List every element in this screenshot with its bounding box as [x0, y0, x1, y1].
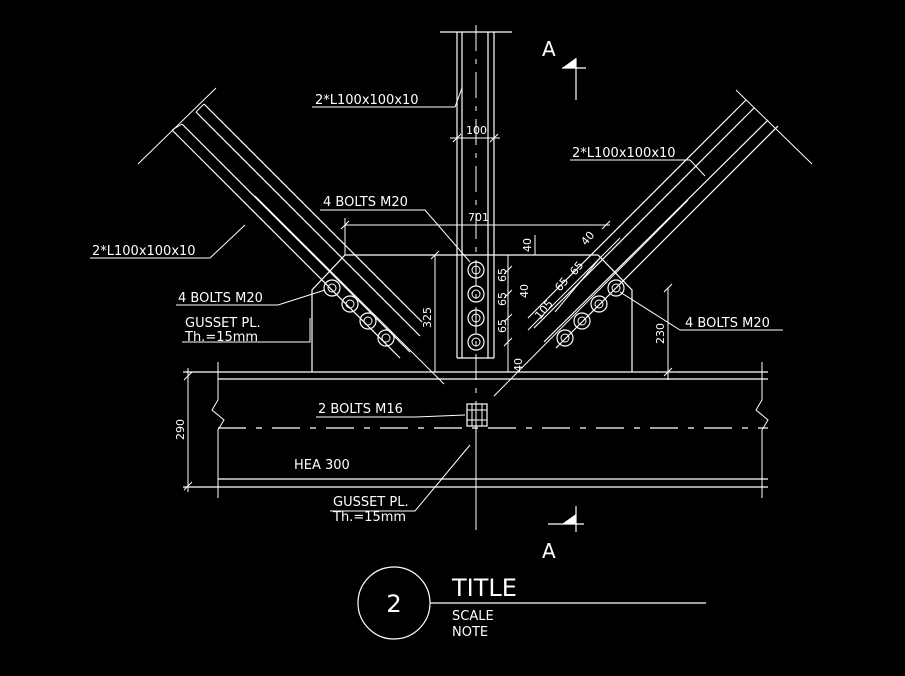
bolt: [467, 309, 485, 327]
section-label-bottom: A: [542, 539, 556, 563]
bolts-m16-center: [466, 403, 488, 427]
bolt: [377, 329, 395, 347]
bolts-right-group: [556, 279, 625, 347]
left-diagonal-member: [137, 87, 445, 385]
dim-40-bottom: 40: [512, 358, 525, 372]
bolts-vertical-group: [467, 261, 485, 351]
dim-325: 325: [421, 307, 434, 328]
bolt: [590, 295, 608, 313]
section-marker-top: [562, 58, 586, 100]
bolt: [467, 285, 485, 303]
dim-40-mid: 40: [518, 284, 531, 298]
beam-hea300: [183, 362, 769, 498]
vertical-angle-member: [440, 25, 512, 530]
bolt: [323, 279, 341, 297]
dim-100: 100: [466, 124, 487, 137]
bolt: [607, 279, 625, 297]
bolt: [556, 329, 574, 347]
bolt: [467, 261, 485, 279]
right-diagonal-member: [493, 89, 813, 397]
dim-40-top: 40: [521, 238, 534, 252]
section-marker-bottom: [548, 506, 584, 532]
label-right-angle: 2*L100x100x10: [572, 146, 676, 161]
label-gusset-upper-2: Th.=15mm: [184, 330, 258, 345]
label-bolts-left: 4 BOLTS M20: [178, 291, 263, 306]
label-gusset-upper-1: GUSSET PL.: [185, 316, 261, 331]
bolt: [359, 312, 377, 330]
detail-note: NOTE: [452, 625, 488, 640]
detail-scale: SCALE: [452, 609, 494, 624]
detail-number: 2: [386, 590, 401, 618]
dim-290: 290: [174, 419, 187, 440]
bolt: [341, 295, 359, 313]
leader-lines: [90, 87, 783, 530]
label-bolts-right: 4 BOLTS M20: [685, 316, 770, 331]
section-label-top: A: [542, 37, 556, 61]
label-beam: HEA 300: [294, 458, 350, 473]
dim-65-3: 65: [496, 319, 509, 333]
dim-65-2: 65: [496, 292, 509, 306]
label-bolts-top: 4 BOLTS M20: [323, 195, 408, 210]
bolt: [573, 312, 591, 330]
label-bolts-m16: 2 BOLTS M16: [318, 402, 403, 417]
bolt: [467, 333, 485, 351]
dimension-lines: [183, 133, 673, 492]
title-block: 2 TITLE SCALE NOTE: [357, 566, 706, 640]
dim-65-1: 65: [496, 268, 509, 282]
label-gusset-lower-2: Th.=15mm: [332, 510, 406, 525]
dim-230: 230: [654, 323, 667, 344]
dim-701: 701: [468, 211, 489, 224]
dim-40-right: 40: [578, 229, 597, 248]
detail-title: TITLE: [451, 574, 517, 602]
dim-105: 105: [532, 297, 555, 321]
label-gusset-lower-1: GUSSET PL.: [333, 495, 409, 510]
gusset-plate: [311, 254, 633, 372]
label-vertical-angle: 2*L100x100x10: [315, 93, 419, 108]
label-left-angle: 2*L100x100x10: [92, 244, 196, 259]
bolts-left-group: [323, 279, 395, 347]
